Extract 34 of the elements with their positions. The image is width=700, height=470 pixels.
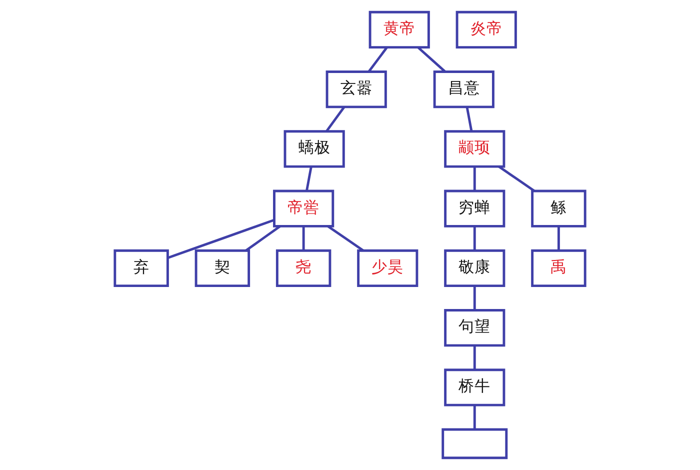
node-box: [442, 428, 508, 460]
connector: [498, 166, 536, 192]
node-box: 弃: [114, 249, 169, 288]
node-box: 昌意: [433, 70, 494, 108]
node-box: 炎帝: [456, 10, 517, 49]
connector: [466, 106, 473, 132]
connector: [473, 226, 476, 250]
node-box: 蟜极: [284, 130, 345, 168]
node-box: 桥牛: [444, 368, 506, 406]
node-box: 穷蝉: [444, 190, 506, 228]
connector: [245, 225, 281, 252]
node-box: 帝喾: [273, 190, 334, 228]
node-box: 尧: [276, 249, 332, 288]
node-box: 句望: [444, 309, 506, 347]
connector: [327, 225, 364, 252]
connector: [473, 286, 476, 310]
connector: [302, 226, 305, 250]
connector: [473, 405, 476, 430]
node-box: 颛顼: [444, 130, 506, 168]
connector: [368, 46, 388, 72]
node-box: 鲧: [531, 190, 586, 228]
node-box: 禹: [531, 249, 586, 288]
connector: [167, 218, 275, 259]
connector: [326, 106, 346, 132]
connector: [473, 346, 476, 370]
node-box: 契: [194, 249, 250, 288]
connector: [417, 46, 446, 72]
connector: [473, 166, 476, 191]
node-box: 黄帝: [368, 10, 430, 49]
node-box: 敬康: [444, 249, 506, 288]
node-box: 少昊: [357, 249, 418, 288]
node-box: 玄嚣: [326, 70, 387, 108]
connector: [306, 166, 312, 191]
connector: [557, 226, 560, 250]
